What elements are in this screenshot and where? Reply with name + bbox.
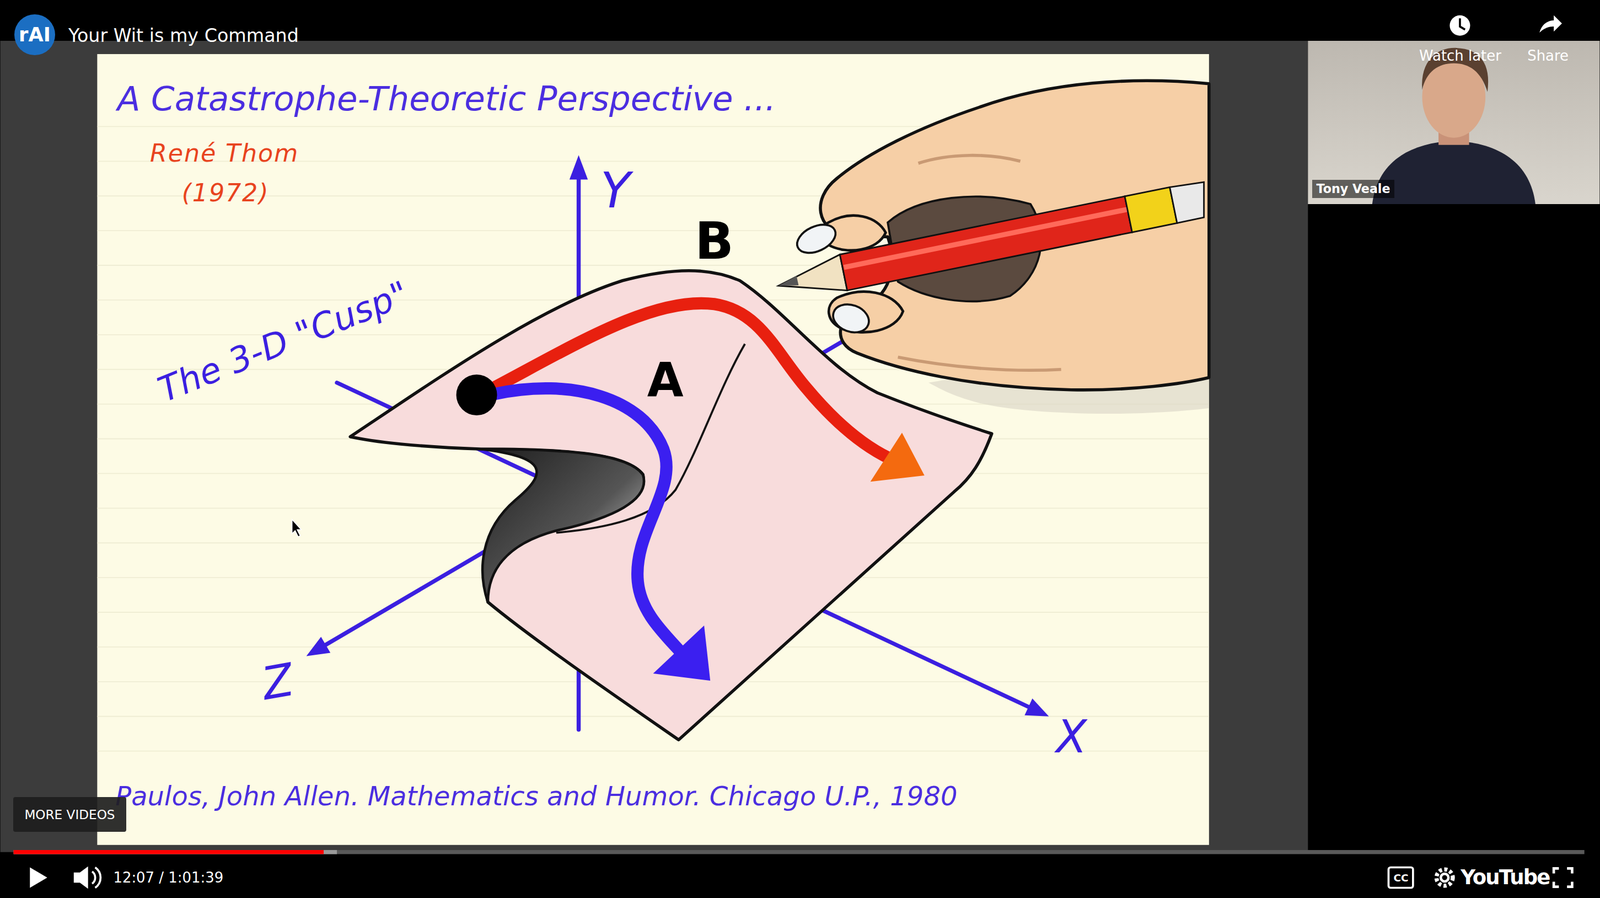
axis-label: Y bbox=[600, 162, 631, 219]
drawing-hand-part bbox=[918, 155, 1021, 164]
more-videos-button: MORE VIDEOS bbox=[13, 796, 127, 832]
cusp-surface-part bbox=[479, 448, 644, 603]
speaker-name: Tony Veale bbox=[1312, 179, 1395, 198]
top-bar-icons-part bbox=[1449, 15, 1470, 36]
path-a-part bbox=[653, 625, 711, 681]
start-point bbox=[456, 374, 498, 416]
watch-later-label: Watch later bbox=[1419, 47, 1502, 65]
slide-title: A Catastrophe-Theoretic Perspective ... bbox=[117, 79, 776, 118]
fingertips bbox=[792, 215, 904, 337]
player-background-part bbox=[0, 40, 1309, 852]
axis-label: X bbox=[1055, 710, 1087, 763]
progress-bar bbox=[13, 849, 1585, 854]
fingertips-part bbox=[792, 218, 841, 259]
webcam-feed bbox=[1307, 40, 1600, 204]
player-controls-part bbox=[1439, 872, 1451, 883]
axis-arrowheads-part bbox=[569, 154, 588, 180]
year-label: (1972) bbox=[181, 178, 270, 207]
slide-part bbox=[97, 126, 1210, 751]
progress-bar-part bbox=[13, 849, 1585, 854]
youtube-logo: YouTube bbox=[1460, 865, 1550, 890]
slide bbox=[97, 54, 1210, 845]
slide-part-part bbox=[97, 750, 1210, 752]
axis-arrowheads-part bbox=[1024, 698, 1049, 716]
path-a-part bbox=[495, 388, 683, 653]
pencil bbox=[778, 181, 1204, 291]
fingertips-part bbox=[829, 299, 873, 337]
webcam-feed-part bbox=[1372, 140, 1536, 204]
drawing-hand-part bbox=[820, 80, 1210, 390]
player-controls-part bbox=[1442, 874, 1448, 880]
top-bar-icons-part bbox=[1459, 18, 1465, 30]
video-title: Your Wit is my Command bbox=[68, 25, 299, 47]
player-controls-part bbox=[95, 867, 101, 888]
captions-icon-text: CC bbox=[1393, 871, 1409, 884]
surface-label: The 3-D "Cusp" bbox=[152, 273, 415, 411]
progress-bar-part bbox=[13, 849, 324, 854]
pencil-part bbox=[778, 254, 848, 291]
player-controls bbox=[29, 866, 1572, 889]
drawing-hand bbox=[820, 80, 1210, 414]
mouse-cursor bbox=[292, 519, 302, 537]
top-bar-icons-part bbox=[1539, 15, 1562, 33]
slide-part bbox=[97, 54, 1210, 845]
path-b-part bbox=[490, 303, 896, 461]
pencil-part bbox=[1169, 181, 1205, 223]
pencil-part bbox=[844, 208, 1129, 267]
path-b-part bbox=[870, 432, 925, 482]
path-label: B bbox=[694, 211, 734, 271]
author-name: René Thom bbox=[149, 138, 299, 168]
time-display: 12:07 / 1:01:39 bbox=[113, 869, 224, 887]
axis-label: Z bbox=[258, 653, 298, 710]
pencil-part bbox=[778, 275, 799, 286]
pencil-part bbox=[839, 196, 1132, 291]
channel-logo: rAI bbox=[14, 14, 56, 56]
citation: Paulos, John Allen. Mathematics and Humo… bbox=[115, 780, 958, 812]
webcam-feed-part bbox=[1307, 40, 1600, 204]
player-controls-part bbox=[92, 871, 96, 884]
node-text: rAI bbox=[18, 23, 51, 46]
path-label: A bbox=[647, 352, 684, 407]
player-controls-part bbox=[73, 866, 89, 889]
progress-bar-part bbox=[13, 849, 337, 854]
cusp-surface-part bbox=[556, 343, 745, 533]
player-controls-part bbox=[1388, 867, 1413, 888]
pencil-part bbox=[1124, 186, 1178, 233]
top-bar-icons bbox=[1449, 15, 1562, 36]
path-a bbox=[495, 388, 711, 681]
drawing-hand-part bbox=[898, 357, 1062, 371]
player-controls-part bbox=[1436, 868, 1453, 886]
axis-arrowheads-part bbox=[306, 636, 331, 657]
share-label: Share bbox=[1527, 47, 1569, 65]
player-controls-part bbox=[29, 867, 47, 888]
player-controls-part bbox=[1553, 867, 1572, 887]
node-text: MORE VIDEOS bbox=[24, 807, 115, 823]
